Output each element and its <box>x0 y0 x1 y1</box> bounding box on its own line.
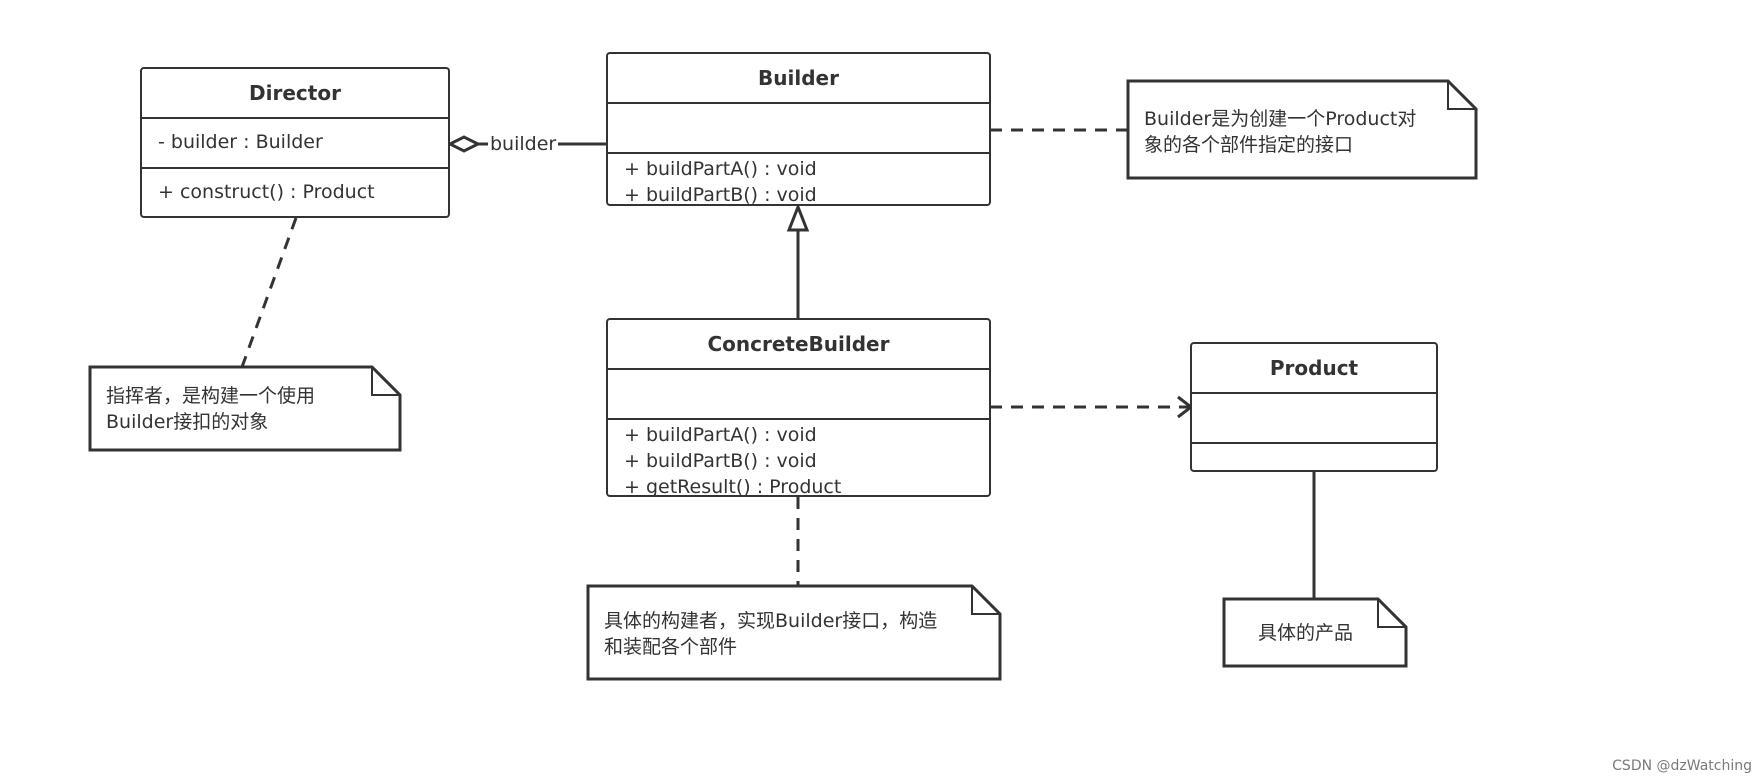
note-line: 具体的构建者，实现Builder接口，构造 <box>604 610 938 632</box>
director-note-shape <box>88 365 402 452</box>
concrete-builder-class-name: ConcreteBuilder <box>608 320 989 370</box>
note-line: Builder是为创建一个Product对 <box>1144 108 1417 130</box>
director-attributes: - builder : Builder <box>142 119 448 169</box>
aggregation-diamond <box>446 135 482 153</box>
concrete-builder-class[interactable]: ConcreteBuilder + buildPartA() : void + … <box>606 318 991 497</box>
note-line: 指挥者，是构建一个使用 <box>106 385 316 407</box>
director-note-anchor <box>240 217 298 368</box>
product-note-text: 具体的产品 <box>1258 620 1353 646</box>
note-line: 具体的产品 <box>1258 622 1354 644</box>
product-class-name: Product <box>1192 344 1436 394</box>
concrete-builder-note-text: 具体的构建者，实现Builder接口，构造 和装配各个部件 <box>604 608 937 660</box>
note-line: 象的各个部件指定的接口 <box>1144 134 1354 156</box>
concrete-builder-operation: + buildPartB() : void <box>624 450 817 472</box>
builder-operation: + buildPartA() : void <box>624 158 817 180</box>
generalization-arrowhead <box>786 202 810 232</box>
concrete-builder-operation: + getResult() : Product <box>624 476 842 497</box>
director-class[interactable]: Director - builder : Builder + construct… <box>140 67 450 218</box>
product-class[interactable]: Product <box>1190 342 1438 472</box>
concrete-builder-operation: + buildPartA() : void <box>624 424 817 446</box>
builder-attributes <box>608 104 989 154</box>
builder-operations: + buildPartA() : void + buildPartB() : v… <box>608 154 989 206</box>
product-attributes <box>1192 394 1436 444</box>
builder-class[interactable]: Builder + buildPartA() : void + buildPar… <box>606 52 991 206</box>
concrete-builder-operations: + buildPartA() : void + buildPartB() : v… <box>608 420 989 497</box>
builder-class-name: Builder <box>608 54 989 104</box>
director-class-name: Director <box>142 69 448 119</box>
product-operations <box>1192 444 1436 448</box>
watermark: CSDN @dzWatching <box>1612 758 1752 774</box>
note-line: Builder接扣的对象 <box>106 411 269 433</box>
concrete-builder-attributes <box>608 370 989 420</box>
builder-note-shape <box>1126 79 1478 180</box>
note-line: 和装配各个部件 <box>604 636 738 658</box>
concrete-builder-note-shape <box>586 584 1002 681</box>
director-operation: + construct() : Product <box>158 181 375 203</box>
director-attribute: - builder : Builder <box>158 131 323 153</box>
product-note-shape <box>1222 597 1408 668</box>
aggregation-role-label: builder <box>488 132 559 156</box>
builder-operation: + buildPartB() : void <box>624 184 817 206</box>
builder-note-text: Builder是为创建一个Product对 象的各个部件指定的接口 <box>1144 106 1416 158</box>
director-note-text: 指挥者，是构建一个使用 Builder接扣的对象 <box>106 383 315 435</box>
director-operations: + construct() : Product <box>142 169 448 205</box>
